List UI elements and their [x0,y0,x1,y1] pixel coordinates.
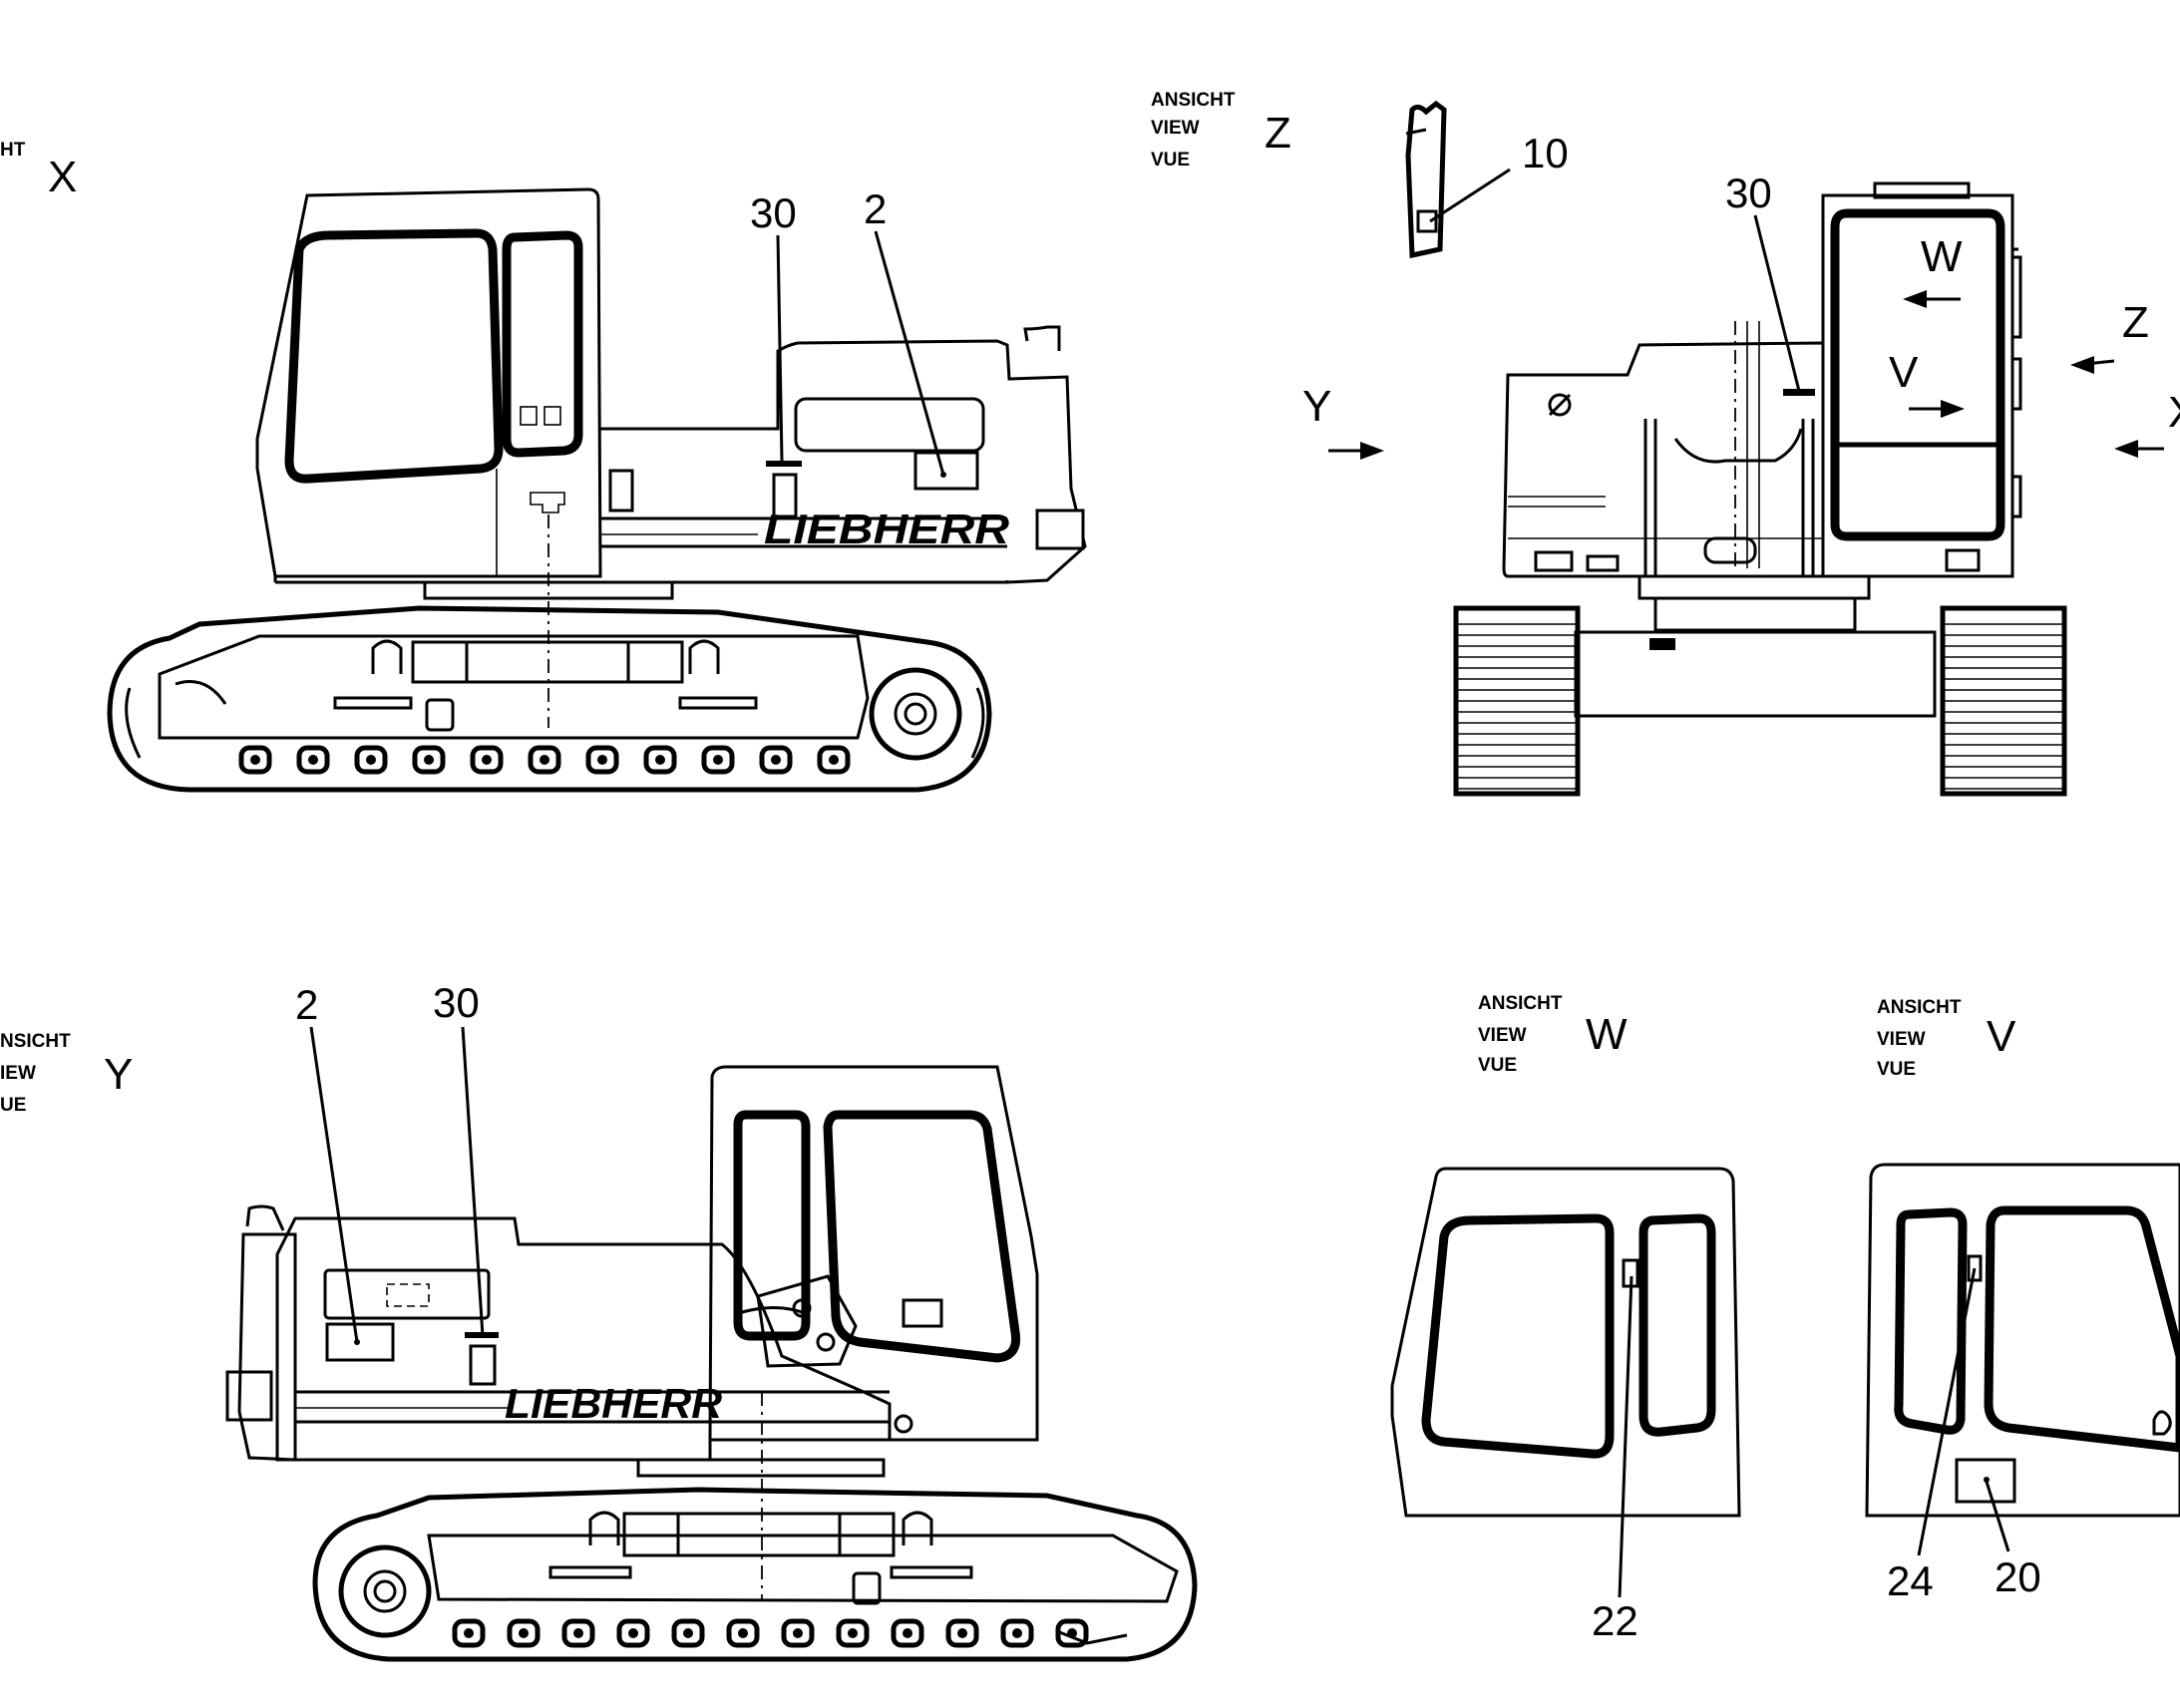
view-z-caption-1: ANSICHT [1151,90,1236,111]
callout-30-x: 30 [750,189,797,236]
arrow-label-y: Y [1302,382,1331,431]
view-x: HT X LIEBHERR [0,140,1087,793]
arrow-label-w: W [1921,232,1963,281]
callout-22: 22 [1592,1597,1638,1644]
cab-decal-y [902,1298,943,1328]
arrow-v-icon [1941,400,1965,418]
latch-detail-10 [1405,100,1447,259]
view-w-caption-2: VIEW [1478,1025,1527,1046]
track-rollers-x [238,745,851,775]
view-y-caption-2: IEW [0,1063,36,1084]
view-w: ANSICHT VIEW VUE W 22 [1390,993,1741,1644]
exhaust-pipe-y [245,1204,285,1231]
callout-10: 10 [1522,130,1569,176]
view-z-letter: Z [1265,109,1291,158]
cab-window-large-v [1984,1205,2180,1453]
cab-front-window-y [823,1110,1021,1363]
view-w-caption-3: VUE [1478,1055,1517,1076]
brand-logo-x: LIEBHERR [764,506,1010,552]
view-y-caption-1: NSICHT [0,1031,71,1052]
view-w-letter: W [1586,1010,1628,1059]
view-y-caption-3: UE [0,1095,26,1116]
view-z: ANSICHT VIEW VUE Z 10 [1151,90,2180,797]
cab-window-small-w [1638,1213,1716,1437]
drive-sprocket-y [338,1544,432,1638]
arrow-label-x: X [2168,388,2180,437]
callout-30-z: 30 [1725,170,1772,216]
track-frame-y [427,1534,1179,1603]
cab-side-window [502,230,583,458]
drive-sprocket-x [869,667,962,761]
view-z-caption-3: VUE [1151,150,1190,171]
view-v-caption-1: ANSICHT [1877,997,1962,1018]
cab-window-large-w [1421,1213,1615,1459]
cab-outline-v [1865,1163,2180,1518]
view-v-caption-3: VUE [1877,1059,1916,1080]
view-z-caption-2: VIEW [1151,118,1200,139]
view-y: NSICHT IEW UE Y LIEBHERR [0,979,1198,1662]
arrow-label-z: Z [2122,298,2149,347]
cab-side-window-y [733,1110,811,1341]
exhaust-pipe [1023,325,1061,351]
view-y-letter: Y [104,1050,133,1099]
hand-symbol-icon [2152,1410,2172,1436]
callout-20: 20 [1995,1553,2041,1600]
view-x-caption: HT [0,140,26,161]
cab-outline-y [708,1065,1039,1442]
view-v-caption-2: VIEW [1877,1029,1926,1050]
decal-2-y [325,1322,395,1362]
callout-30-y: 30 [433,979,480,1026]
arrow-z-icon [2070,356,2094,374]
view-w-caption-1: ANSICHT [1478,993,1563,1014]
callout-24: 24 [1887,1557,1934,1604]
view-v: ANSICHT VIEW VUE V 24 20 [1865,997,2180,1604]
callout-2-x: 2 [864,185,887,232]
arrow-label-v: V [1889,348,1919,397]
decal-2-x [913,451,979,491]
track-chain-x [107,605,992,793]
brand-logo-y: LIEBHERR [505,1380,723,1427]
door-handle-icon [530,492,565,513]
cab-outline-w [1390,1167,1741,1518]
track-rollers-y [452,1618,1089,1648]
callout-2-y: 2 [295,981,318,1028]
arrow-y-icon [1360,442,1384,460]
arrow-x-icon [2114,440,2138,458]
view-x-letter: X [48,153,77,201]
track-chain-y [312,1487,1198,1662]
cab-outline [255,187,602,578]
cab-front-window [284,228,504,484]
cab-window-small-v [1894,1207,1968,1435]
view-v-letter: V [1987,1012,2016,1061]
upperstructure-y [275,1216,892,1462]
machine-front-z [1502,341,1825,578]
arrow-w-icon [1903,290,1927,308]
track-frame-x [158,634,870,740]
cab-windscreen-z [1830,208,2005,541]
